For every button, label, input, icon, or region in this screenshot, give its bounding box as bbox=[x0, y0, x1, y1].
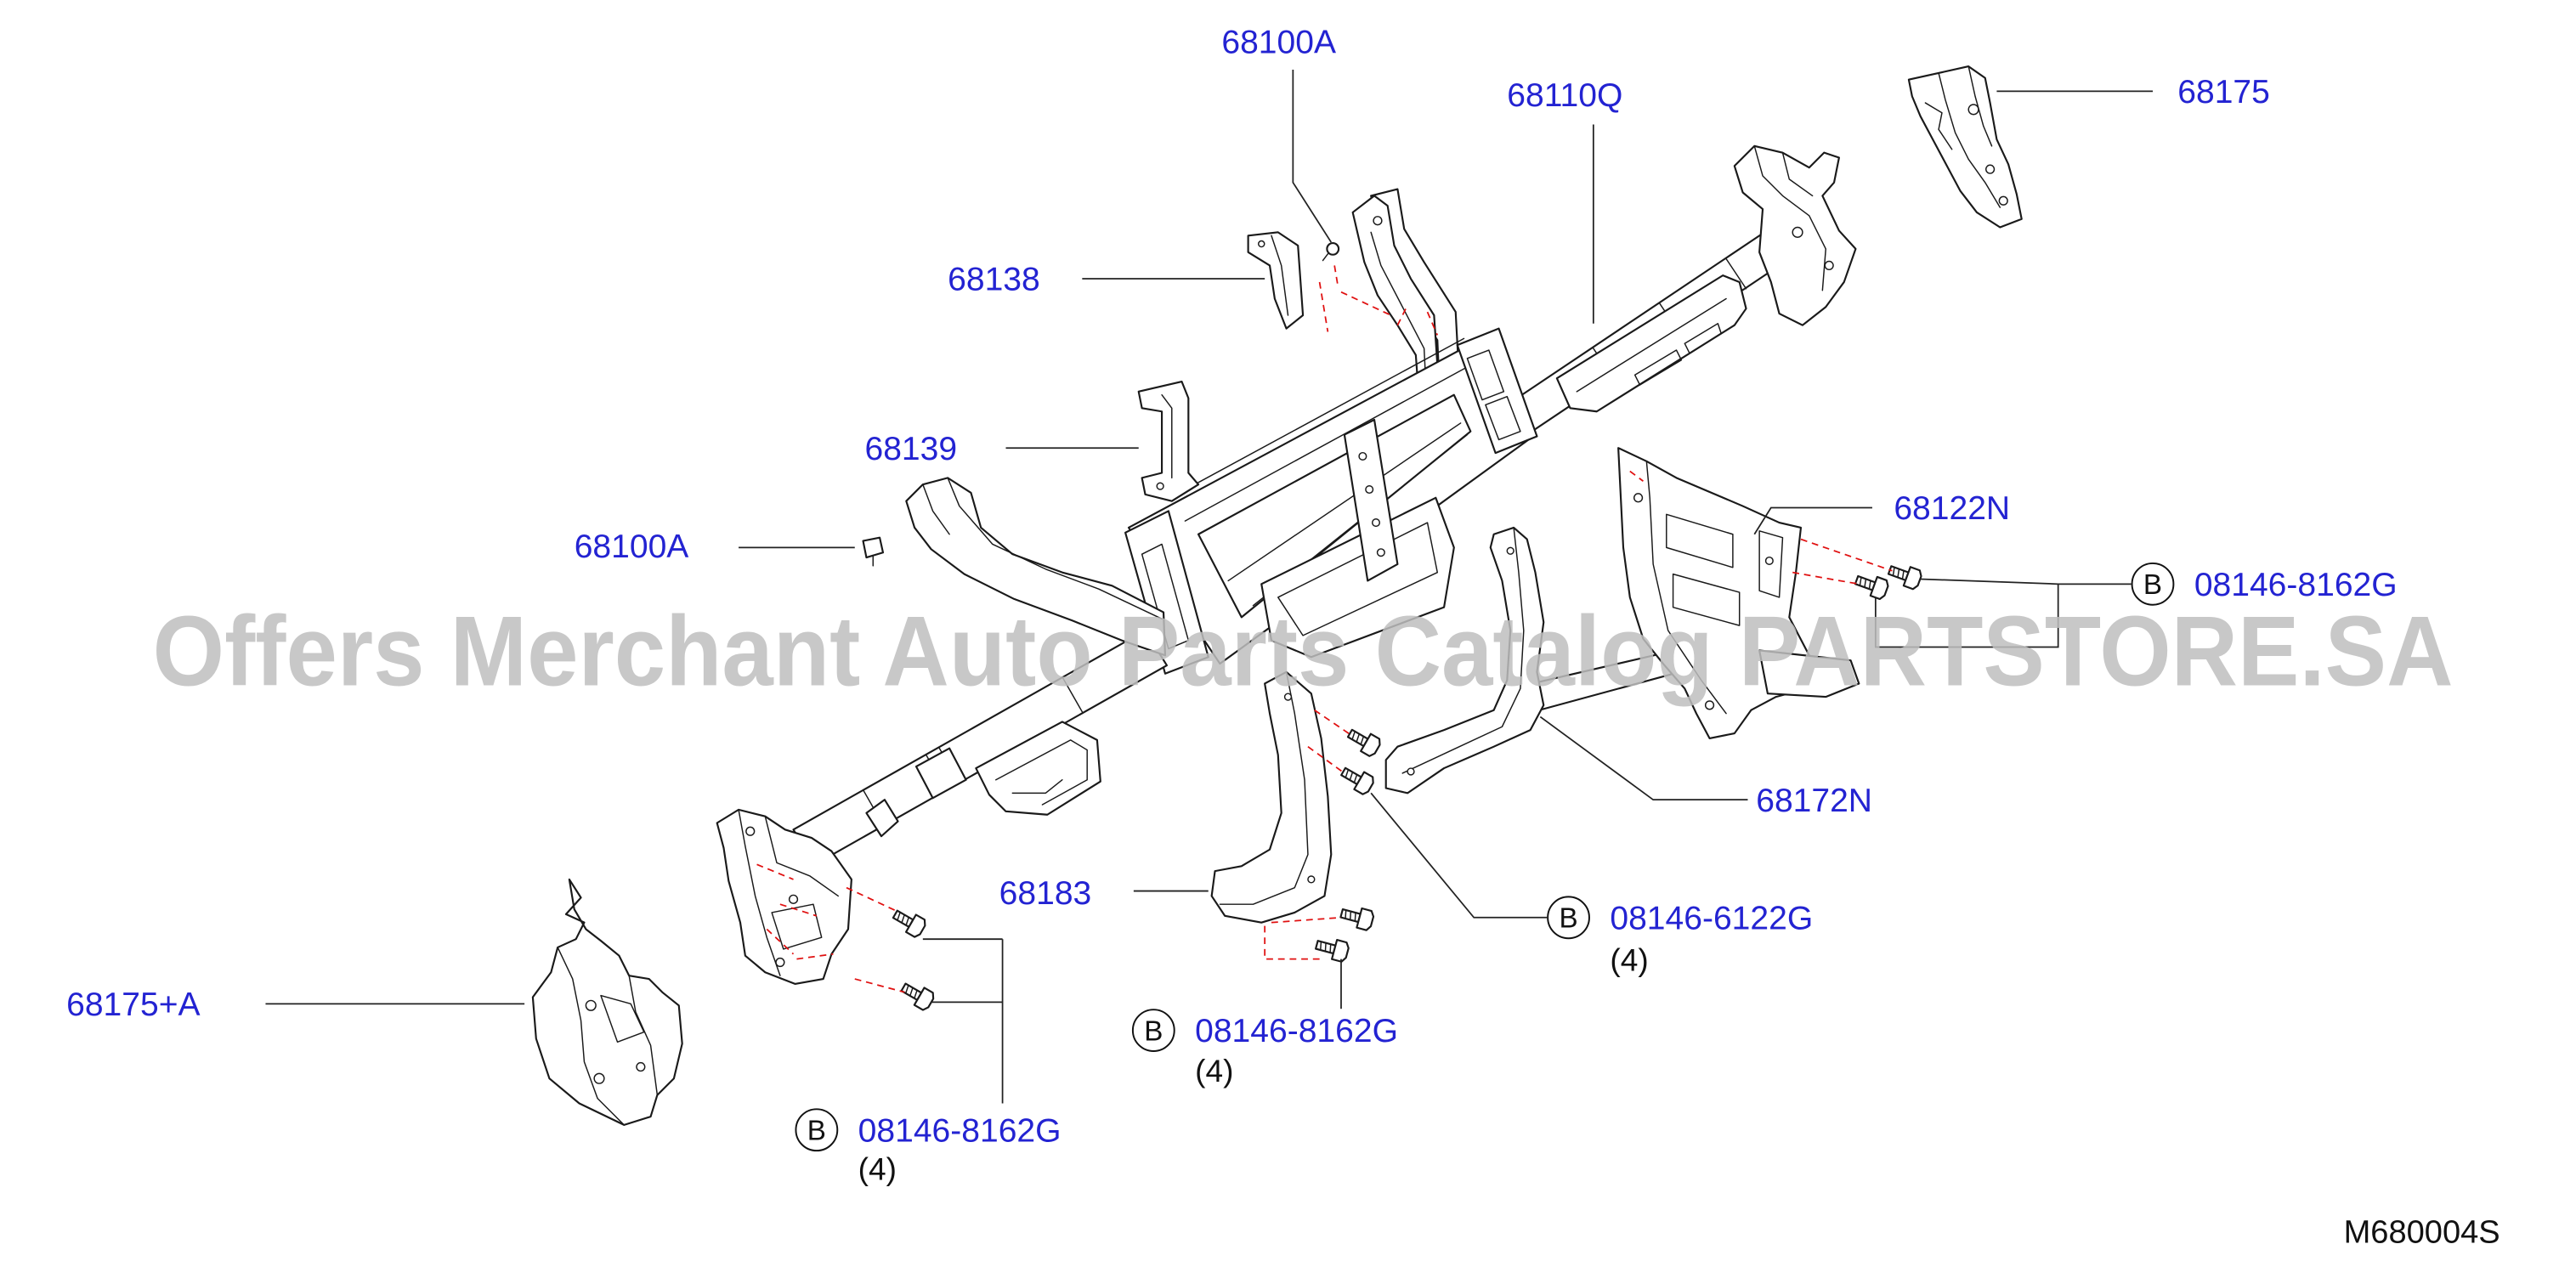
figure-code: M680004S bbox=[2344, 1215, 2500, 1251]
watermark-text: Offers Merchant Auto Parts Catalog PARTS… bbox=[153, 595, 2454, 706]
bolt-callout-right: B 08146-8162G bbox=[2131, 562, 2398, 606]
bolt-marker-letter: B bbox=[2143, 569, 2162, 601]
leader-bolt-left bbox=[922, 938, 1004, 1104]
bolt-part-number[interactable]: 08146-8162G bbox=[1195, 1013, 1398, 1049]
bolt-marker-letter: B bbox=[807, 1115, 826, 1146]
bolt-marker-circle bbox=[2131, 562, 2175, 606]
bolt-08146-8162g-left-lower bbox=[900, 982, 935, 1011]
bolt-marker-circle bbox=[795, 1108, 839, 1152]
part-68172n-stay bbox=[1384, 526, 1545, 794]
part-label-68172n[interactable]: 68172N bbox=[1756, 783, 1872, 819]
bolt-part-number[interactable]: 08146-8162G bbox=[858, 1112, 1062, 1149]
part-label-68183[interactable]: 68183 bbox=[999, 875, 1092, 912]
bolt-quantity: (4) bbox=[858, 1151, 897, 1186]
bolt-part-number[interactable]: 08146-8162G bbox=[2194, 567, 2398, 603]
bolt-08146-8162g-middle-upper bbox=[1339, 907, 1375, 931]
part-center-stay-bracket bbox=[1124, 327, 1538, 675]
bolt-08146-8162g-middle-lower bbox=[1315, 939, 1350, 963]
part-steering-column-bracket bbox=[865, 721, 1101, 838]
bolt-marker-circle bbox=[1131, 1009, 1175, 1052]
bolt-quantity: (4) bbox=[1610, 942, 1648, 977]
leader-68100a-top bbox=[1292, 70, 1333, 243]
bolt-callout-left: B 08146-8162G (4) bbox=[795, 1108, 1062, 1186]
bolt-08146-8162g-right-lower bbox=[1854, 574, 1889, 601]
bolt-part-number[interactable]: 08146-6122G bbox=[1610, 900, 1813, 936]
bolt-quantity: (4) bbox=[1195, 1053, 1233, 1089]
part-68110q-steering-member-right bbox=[1501, 144, 1857, 439]
bolt-callout-6122g: B 08146-6122G (4) bbox=[1547, 896, 1813, 977]
part-label-68100a-left[interactable]: 68100A bbox=[575, 529, 689, 565]
part-68138-bracket bbox=[1247, 231, 1305, 330]
clip-68100a-top bbox=[1322, 241, 1340, 262]
bolt-callout-middle: B 08146-8162G (4) bbox=[1131, 1009, 1398, 1089]
leader-bolt-right bbox=[1874, 578, 2132, 648]
bolt-marker-letter: B bbox=[1559, 903, 1577, 935]
part-label-68139[interactable]: 68139 bbox=[864, 431, 957, 467]
part-label-68110q[interactable]: 68110Q bbox=[1507, 77, 1622, 114]
part-68139-bracket bbox=[1137, 381, 1200, 502]
bolt-08146-6122g-lower bbox=[1340, 766, 1374, 795]
bolt-08146-8162g-left-upper bbox=[892, 909, 926, 938]
fastener-dash-lines bbox=[756, 265, 1893, 993]
leader-68122n bbox=[1753, 506, 1872, 535]
part-label-68175[interactable]: 68175 bbox=[2177, 74, 2270, 110]
part-68175-side-bracket bbox=[1907, 65, 2023, 229]
part-label-68122n[interactable]: 68122N bbox=[1894, 490, 2010, 527]
part-68122n-bracket bbox=[1617, 447, 1860, 739]
part-label-68100a-top[interactable]: 68100A bbox=[1221, 24, 1336, 60]
part-68175a-side-bracket bbox=[531, 878, 683, 1126]
bolt-marker-letter: B bbox=[1144, 1015, 1163, 1047]
part-68100a-duct-bracket bbox=[905, 477, 1167, 657]
part-68183-stay bbox=[1210, 670, 1333, 924]
leader-68172n bbox=[1539, 715, 1748, 801]
bolt-08146-8162g-right-upper bbox=[1887, 565, 1922, 591]
clip-68100a-left bbox=[862, 536, 885, 567]
part-label-68175a[interactable]: 68175+A bbox=[66, 987, 200, 1023]
bolt-08146-6122g-upper bbox=[1346, 728, 1381, 757]
part-label-68138[interactable]: 68138 bbox=[948, 262, 1040, 298]
leader-bolt-6122g bbox=[1370, 792, 1548, 919]
leader-lines bbox=[265, 70, 2153, 1104]
bolt-marker-circle bbox=[1547, 896, 1590, 940]
